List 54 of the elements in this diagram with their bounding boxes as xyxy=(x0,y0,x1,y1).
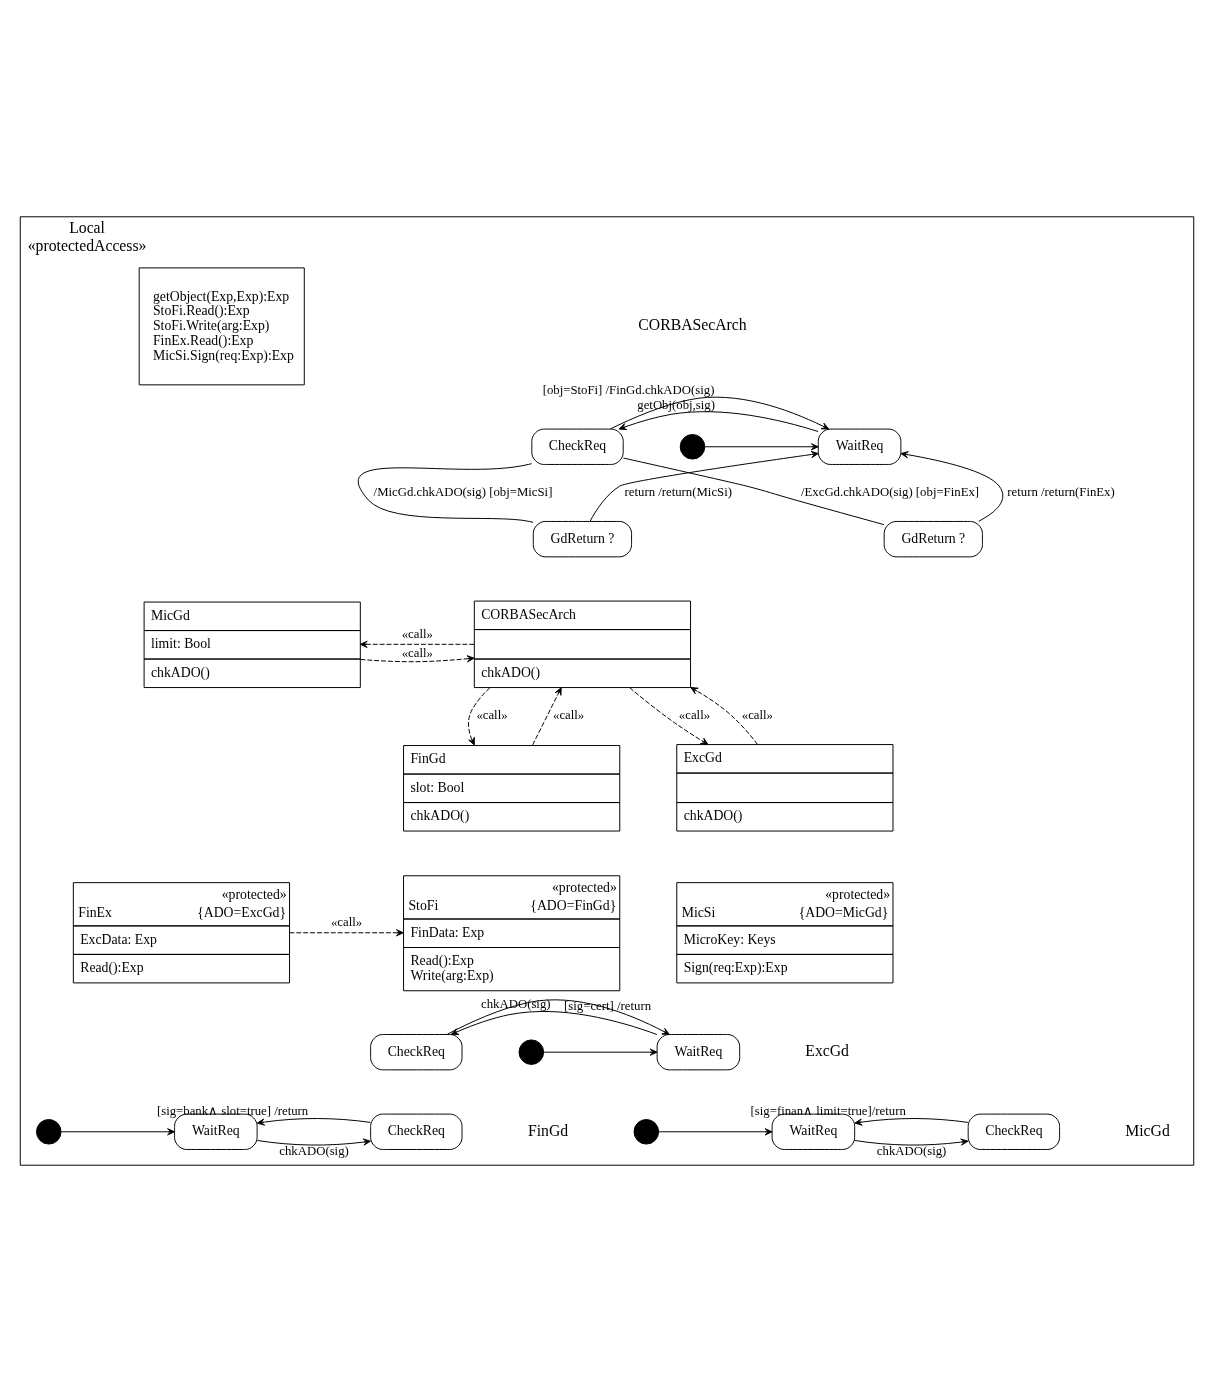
edge-label: «call» xyxy=(678,708,711,723)
node-circle xyxy=(518,1039,545,1065)
edge-label: return /return(MicSi) xyxy=(624,485,732,500)
edge-label: /ExcGd.chkADO(sig) [obj=FinEx] xyxy=(801,485,980,500)
edge-label: [obj=StoFi] /FinGd.chkADO(sig) xyxy=(542,382,715,397)
edge-label: «call» xyxy=(330,915,363,930)
arrow xyxy=(532,687,562,746)
arrow xyxy=(704,443,819,451)
edge-label: return /return(FinEx) xyxy=(1007,485,1115,500)
edge-label: /MicGd.chkADO(sig) [obj=MicSi] xyxy=(373,485,553,500)
arrow xyxy=(854,1138,969,1146)
edge-label: chkADO(sig) xyxy=(279,1144,349,1159)
node-circle xyxy=(679,434,706,460)
arrow xyxy=(629,687,709,745)
node-box: CheckReq xyxy=(370,1034,463,1071)
label: CORBASecArch xyxy=(638,316,747,334)
arrow xyxy=(256,1138,371,1146)
node-box: CheckReq xyxy=(967,1113,1061,1150)
arrow xyxy=(256,1118,371,1126)
label: ExcGd xyxy=(805,1041,849,1059)
arrow xyxy=(450,1011,658,1035)
arrow xyxy=(658,1128,773,1136)
arrow xyxy=(900,451,1004,522)
node-circle xyxy=(36,1119,62,1145)
arrow xyxy=(589,450,819,522)
label: MicGd xyxy=(1125,1121,1170,1139)
arrow xyxy=(467,687,491,746)
edge-label: «call» xyxy=(476,708,508,723)
arrow xyxy=(360,655,475,663)
connector xyxy=(623,457,885,526)
arrow xyxy=(543,1048,658,1056)
node-box: WaitReq xyxy=(817,428,902,465)
node-box: WaitReq xyxy=(656,1034,741,1071)
node-box: CheckReq xyxy=(531,428,624,465)
node-box: GdReturn ? xyxy=(883,521,983,558)
edge-label: «call» xyxy=(401,626,433,641)
node-circle xyxy=(633,1119,660,1145)
connector xyxy=(357,463,534,523)
arrow xyxy=(60,1128,175,1136)
edge-label: «call» xyxy=(741,708,773,723)
label: FinGd xyxy=(527,1121,569,1139)
arrow xyxy=(446,999,670,1035)
node-box: getObject(Exp,Exp):Exp StoFi.Read():Exp StoFi.Write(arg:Exp) FinEx.Read():Exp MicSi.Sign(req:Exp):Exp xyxy=(138,267,305,386)
arrow xyxy=(289,929,404,937)
edge-label: «call» xyxy=(401,646,433,661)
arrow xyxy=(690,687,758,745)
node-box: CheckReq xyxy=(370,1113,463,1150)
arrow xyxy=(359,640,475,648)
node-box: GdReturn ? xyxy=(532,521,633,558)
edge-label: chkADO(sig) xyxy=(876,1144,947,1159)
arrow xyxy=(854,1118,969,1126)
arrow xyxy=(609,396,830,430)
arrow xyxy=(618,411,819,432)
edge-label: «call» xyxy=(553,708,585,723)
